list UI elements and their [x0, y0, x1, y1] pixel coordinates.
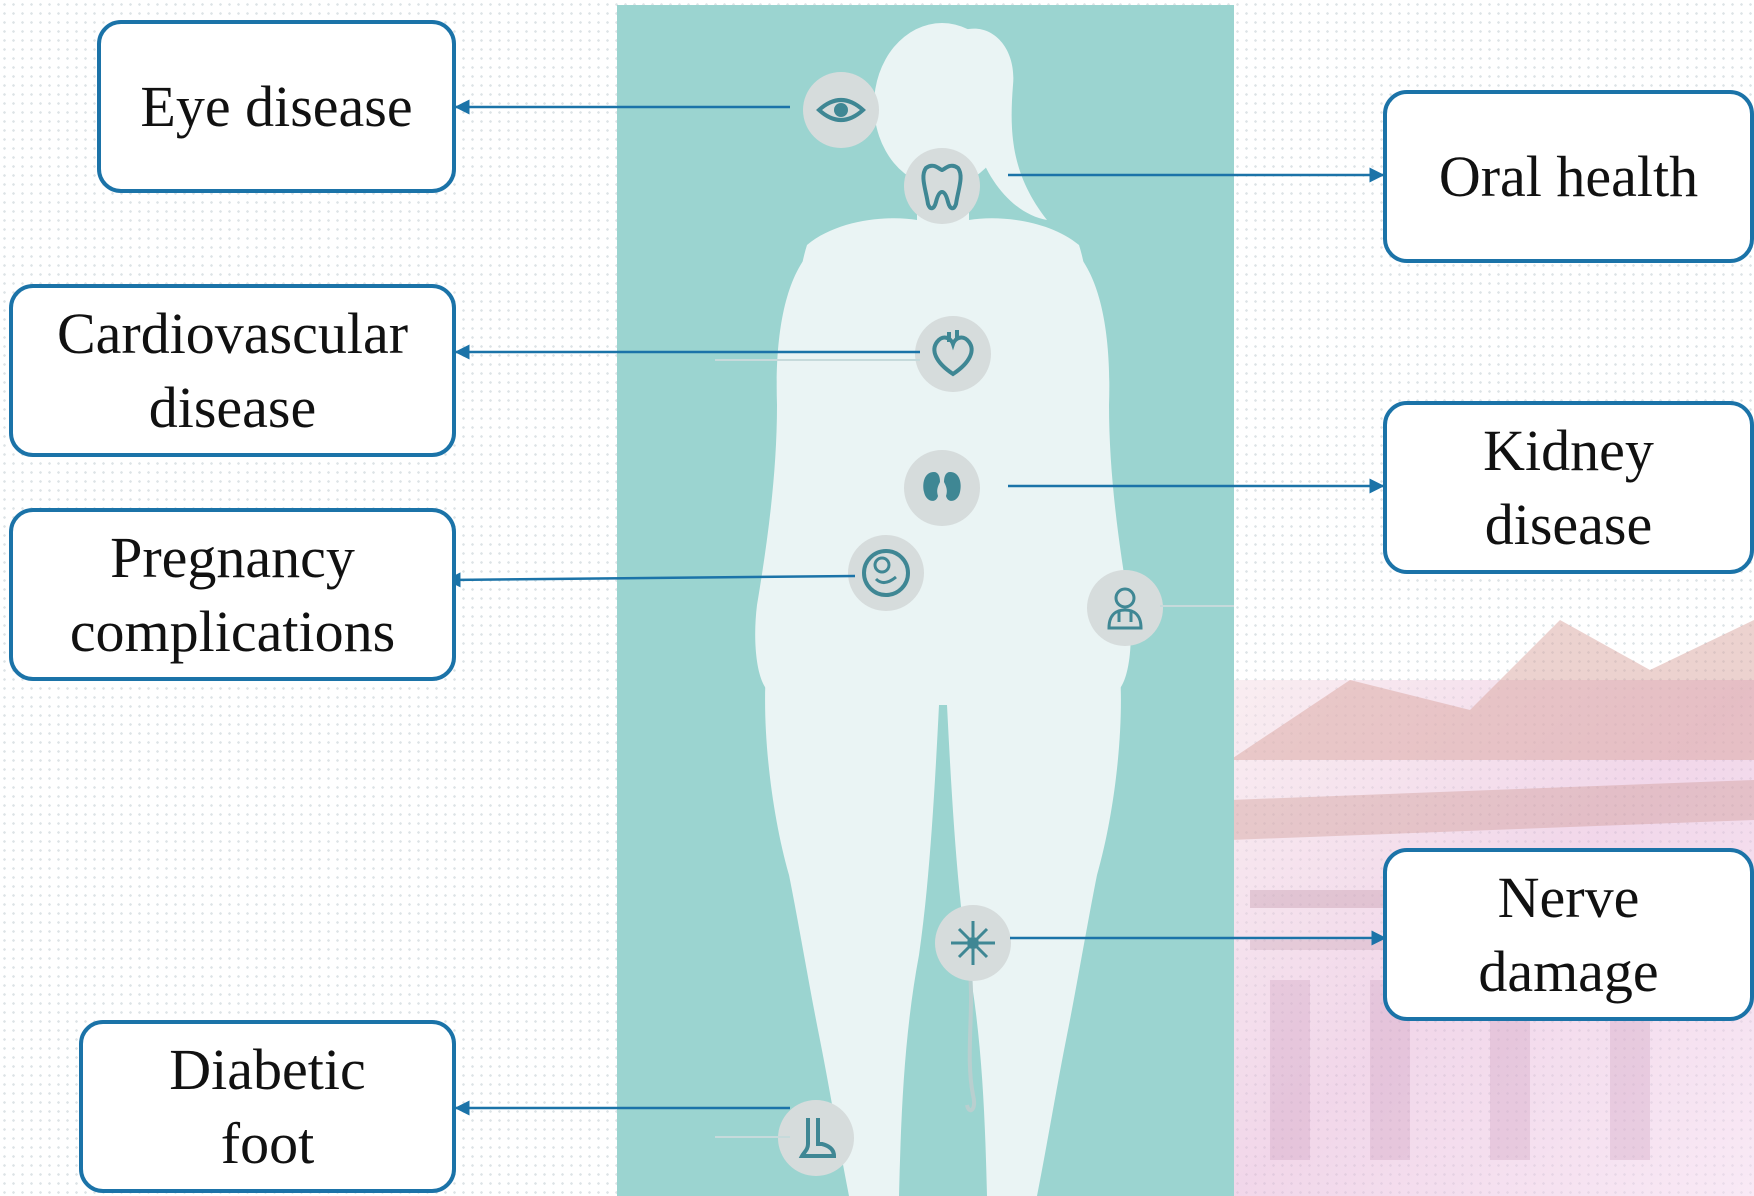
nerve-damage-label-box: Nerve damage — [1383, 848, 1754, 1021]
nerve-damage-label-line2: damage — [1478, 935, 1658, 1009]
oral-health-label: Oral health — [1439, 140, 1698, 214]
diabetic-foot-label-line2: foot — [221, 1107, 314, 1181]
diabetic-foot-label-line1: Diabetic — [169, 1033, 365, 1107]
eye-disease-label-box: Eye disease — [97, 20, 456, 193]
cardiovascular-disease-label-box: Cardiovascular disease — [9, 284, 456, 457]
oral-health-label-box: Oral health — [1383, 90, 1754, 263]
diabetic-foot-label-box: Diabetic foot — [79, 1020, 456, 1193]
cardiovascular-disease-label-line1: Cardiovascular — [57, 297, 408, 371]
cardiovascular-disease-label-line2: disease — [149, 371, 317, 445]
pregnancy-connector — [447, 576, 855, 580]
kidney-disease-label-line1: Kidney — [1483, 414, 1654, 488]
eye-disease-label: Eye disease — [140, 70, 412, 144]
pregnancy-complications-label-line1: Pregnancy — [110, 521, 355, 595]
kidney-disease-label-line2: disease — [1485, 488, 1653, 562]
pregnancy-complications-label-box: Pregnancy complications — [9, 508, 456, 681]
nerve-damage-label-line1: Nerve — [1498, 861, 1640, 935]
kidney-disease-label-box: Kidney disease — [1383, 401, 1754, 574]
pregnancy-complications-label-line2: complications — [70, 595, 395, 669]
